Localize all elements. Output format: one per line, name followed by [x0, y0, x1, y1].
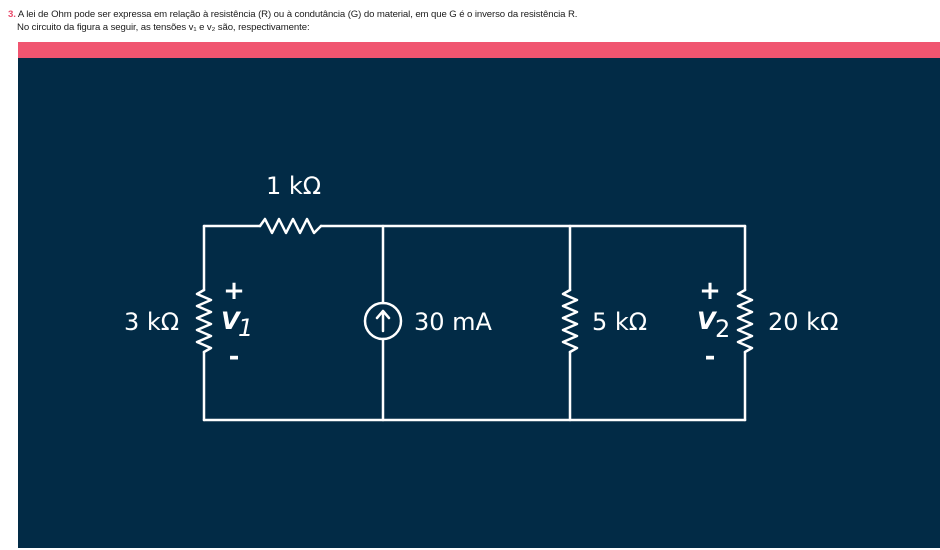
- circuit-figure: 1 kΩ 3 kΩ 30 mA 5 kΩ 20 kΩ + V 1 - + V 2…: [18, 58, 940, 548]
- resistor-20k: [736, 288, 754, 354]
- accent-bar: [18, 42, 940, 58]
- label-20k: 20 kΩ: [768, 308, 838, 336]
- question-statement: A lei de Ohm pode ser expressa em relaçã…: [17, 9, 578, 20]
- v2-plus: +: [699, 276, 721, 306]
- v1-label: V: [221, 307, 242, 335]
- circuit-diagram: 1 kΩ 3 kΩ 30 mA 5 kΩ 20 kΩ + V 1 - + V 2…: [124, 172, 838, 422]
- question-number: 3.: [8, 9, 16, 20]
- resistor-1k: [258, 217, 323, 235]
- v2-label: V: [697, 307, 718, 335]
- arrow-up-icon: [375, 309, 391, 333]
- label-1k: 1 kΩ: [266, 172, 321, 200]
- v1-plus: +: [223, 276, 245, 306]
- question-line-2: No circuito da figura a seguir, as tensõ…: [17, 22, 310, 33]
- v2-minus: -: [705, 342, 716, 372]
- resistor-3k: [195, 288, 213, 354]
- resistor-5k: [561, 288, 579, 354]
- label-5k: 5 kΩ: [592, 308, 647, 336]
- v1-minus: -: [229, 342, 240, 372]
- question-text: 3. A lei de Ohm pode ser expressa em rel…: [8, 8, 928, 34]
- question-line-1: 3. A lei de Ohm pode ser expressa em rel…: [8, 8, 928, 21]
- label-30ma: 30 mA: [414, 308, 493, 336]
- label-3k: 3 kΩ: [124, 308, 179, 336]
- v1-subscript: 1: [238, 314, 253, 342]
- v2-subscript: 2: [715, 315, 730, 343]
